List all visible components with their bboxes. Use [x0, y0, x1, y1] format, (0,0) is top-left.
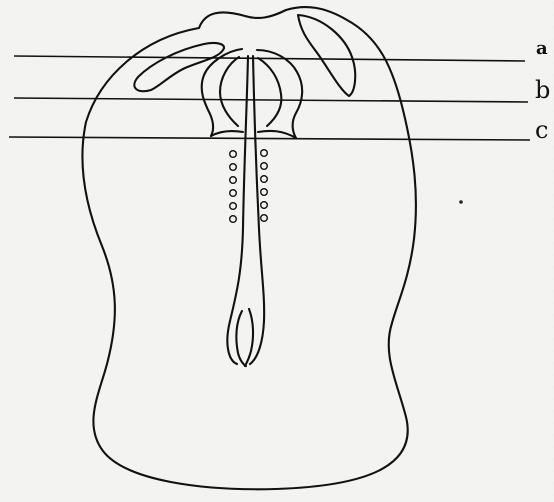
label-b: b [535, 78, 551, 102]
small-dot [459, 200, 463, 204]
label-c: c [535, 118, 549, 142]
label-a: a [536, 40, 548, 58]
